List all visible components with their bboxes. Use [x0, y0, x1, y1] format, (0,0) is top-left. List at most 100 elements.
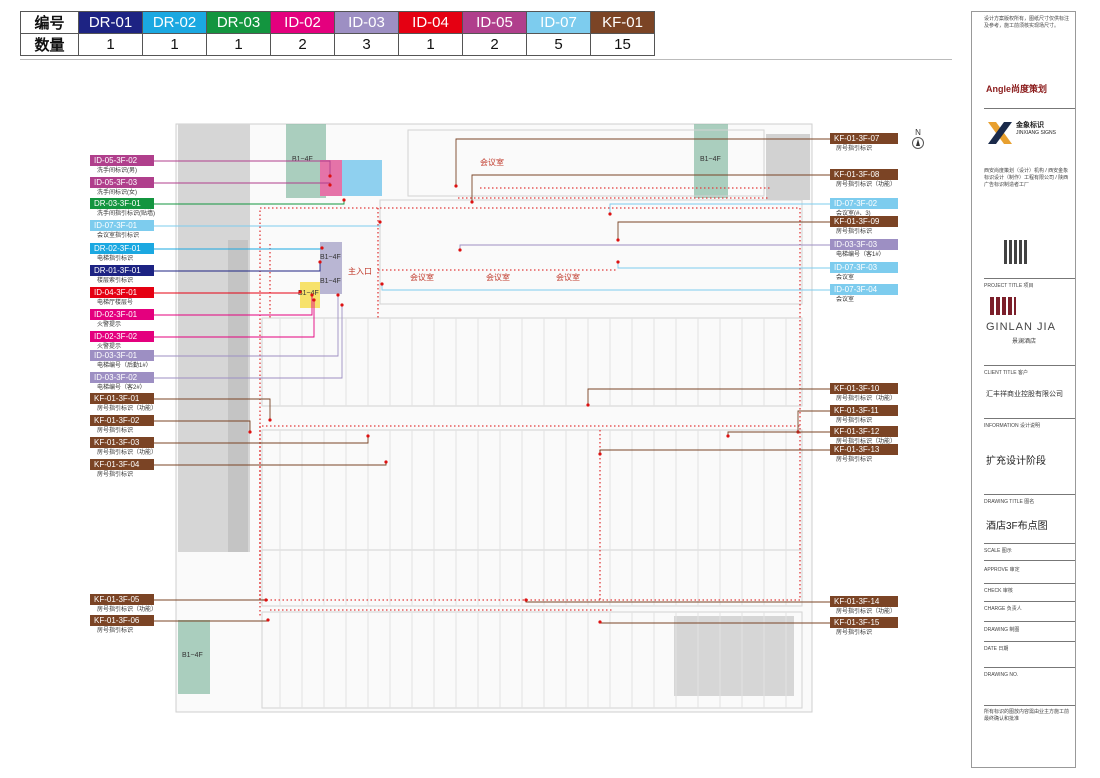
legend-count: 5	[526, 33, 591, 56]
legend-code: DR-03	[206, 11, 271, 34]
callout-code-label: ID-05-3F-02	[90, 155, 154, 166]
callout-code-label: ID-07-3F-04	[830, 284, 898, 295]
callout-code-label: DR-03-3F-01	[90, 198, 154, 209]
callout-code-label: KF-01-3F-06	[90, 615, 154, 626]
north-label: N	[915, 128, 921, 137]
title-divider	[984, 583, 1075, 584]
callout-description: 房号指引标识（功能）	[97, 406, 158, 412]
jinxiang-en: JINXIANG SIGNS	[1016, 130, 1057, 136]
callout-description: 房号指引标识	[97, 472, 134, 478]
client-label: CLIENT TITLE 客户	[984, 370, 1028, 376]
north-arrow-icon: N	[912, 128, 932, 158]
callout-description: 会议室指引标识	[97, 233, 140, 239]
drawing-no-label: DRAWING NO.	[984, 672, 1019, 678]
title-divider	[984, 108, 1075, 109]
drawing-by-label: DRAWING 制图	[984, 627, 1020, 633]
callout-code-label: KF-01-3F-04	[90, 459, 154, 470]
legend-code-row: 编号 DR-01 DR-02 DR-03 ID-02 ID-03 ID-04 I…	[20, 11, 655, 34]
client-name: 汇丰祥商业控股有限公司	[986, 391, 1063, 398]
jinxiang-logo-icon	[988, 122, 1012, 144]
callout-code-label: ID-02-3F-01	[90, 309, 154, 320]
callout-code-label: KF-01-3F-12	[830, 426, 898, 437]
callout-description: 房号指引标识（功能）	[97, 607, 158, 613]
legend-code: KF-01	[590, 11, 655, 34]
title-divider	[984, 560, 1075, 561]
callout-code-label: ID-03-3F-02	[90, 372, 154, 383]
title-divider	[984, 601, 1075, 602]
charge-label: CHARGE 负责人	[984, 606, 1022, 612]
drawing-title-value: 酒店3F布点图	[986, 521, 1048, 532]
project-label: PROJECT TITLE 项目	[984, 283, 1034, 289]
date-label: DATE 日期	[984, 646, 1009, 652]
title-divider	[984, 621, 1075, 622]
project-name: GINLAN JIA	[986, 321, 1056, 333]
callout-description: 电梯编号（后勤1#）	[97, 363, 152, 369]
callout-description: 房号指引标识（功能）	[97, 450, 158, 456]
callout-code-label: KF-01-3F-07	[830, 133, 898, 144]
callout-description: 房号指引标识（功能）	[836, 182, 897, 188]
title-block	[971, 11, 1076, 768]
callout-description: 会议室(#、3)	[836, 211, 871, 217]
scale-label: SCALE 图示	[984, 548, 1012, 554]
callout-description: 火警提示	[97, 322, 122, 328]
callout-code-label: KF-01-3F-15	[830, 617, 898, 628]
meeting-room-top-label: 会议室	[480, 158, 504, 167]
copyright-note: 设计方案版权所有，图纸尺寸仅供标注及参考，施工前须核实现场尺寸。	[984, 16, 1070, 29]
meeting-room-label: 会议室	[556, 273, 580, 282]
info-value: 扩充设计阶段	[986, 456, 1046, 467]
callout-description: 洗手间标识(男)	[97, 168, 137, 174]
callout-code-label: KF-01-3F-09	[830, 216, 898, 227]
title-divider	[984, 705, 1075, 706]
title-divider	[984, 278, 1075, 279]
north-needle-icon	[916, 139, 920, 146]
angle-logo-text: Angle尚度策划	[986, 84, 1048, 94]
legend-code: ID-07	[526, 11, 591, 34]
callout-description: 会议室	[836, 297, 855, 303]
legend-count-header: 数量	[20, 33, 79, 56]
callout-description: 电梯编号（客1#）	[836, 252, 885, 258]
header-divider	[20, 59, 952, 60]
elevator-label: B1~4F	[298, 290, 319, 297]
footer-note: 所有标识的图放内容需由业主方施工前最终确认和批准	[984, 709, 1070, 722]
callout-code-label: KF-01-3F-02	[90, 415, 154, 426]
callout-code-label: ID-05-3F-03	[90, 177, 154, 188]
callout-description: 房号指引标识	[836, 457, 873, 463]
callout-code-label: KF-01-3F-05	[90, 594, 154, 605]
title-divider	[984, 365, 1075, 366]
callout-code-label: KF-01-3F-14	[830, 596, 898, 607]
callout-description: 房号指引标识	[836, 146, 873, 152]
legend-count: 15	[590, 33, 655, 56]
legend-table: 编号 DR-01 DR-02 DR-03 ID-02 ID-03 ID-04 I…	[20, 11, 655, 56]
callout-description: 房号指引标识（功能）	[836, 396, 897, 402]
drawing-title-label: DRAWING TITLE 图名	[984, 499, 1035, 505]
callout-description: 楼层索引标识	[97, 278, 134, 284]
callout-description: 电梯指引标识	[97, 256, 134, 262]
info-label: INFORMATION 设计说明	[984, 423, 1041, 429]
title-divider	[984, 667, 1075, 668]
callout-code-label: KF-01-3F-10	[830, 383, 898, 394]
title-divider	[984, 543, 1075, 544]
callout-code-label: ID-03-3F-01	[90, 350, 154, 361]
jinxiang-name: 金象标识	[1016, 122, 1044, 129]
elevator-label: B1~4F	[320, 254, 341, 261]
legend-count: 3	[334, 33, 399, 56]
stair-label: B1~4F	[700, 156, 721, 163]
jinxiang-logo-mark	[988, 122, 1012, 144]
angle-logo: Angle尚度策划	[986, 82, 1066, 95]
callout-description: 房号指引标识	[97, 428, 134, 434]
callout-code-label: KF-01-3F-03	[90, 437, 154, 448]
callout-description: 会议室	[836, 275, 855, 281]
callout-code-label: ID-07-3F-01	[90, 220, 154, 231]
check-label: CHECK 审核	[984, 588, 1013, 594]
meeting-room-label: 会议室	[486, 273, 510, 282]
callout-description: 房号指引标识	[836, 630, 873, 636]
legend-code: DR-01	[78, 11, 143, 34]
legend-count-row: 数量 1 1 1 2 3 1 2 5 15	[20, 33, 655, 56]
callout-code-label: KF-01-3F-08	[830, 169, 898, 180]
qr-code-icon	[1004, 240, 1028, 264]
callout-code-label: ID-04-3F-01	[90, 287, 154, 298]
callout-description: 火警提示	[97, 344, 122, 350]
callout-description: 房号指引标识（功能）	[836, 609, 897, 615]
callout-code-label: ID-03-3F-03	[830, 239, 898, 250]
callout-code-label: ID-02-3F-02	[90, 331, 154, 342]
